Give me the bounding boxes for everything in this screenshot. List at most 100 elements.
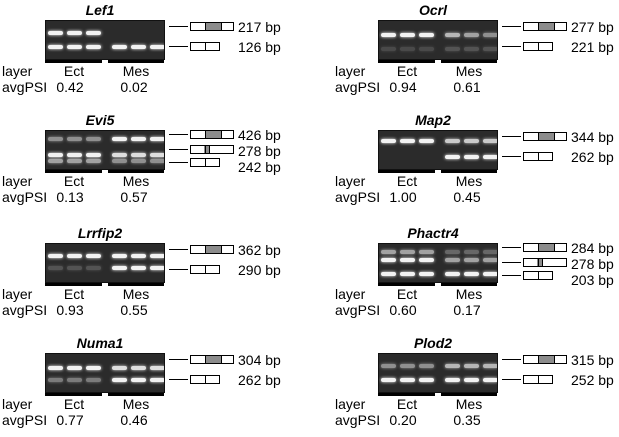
gel-band [131,254,146,258]
band-pointer-line [169,249,188,250]
gel-band [112,153,127,157]
gene-name: Ocrl [418,2,447,18]
exon-boundary [538,244,539,251]
gel-band [67,31,82,35]
band-size-label: 252 bp [571,372,614,388]
gel-band [419,258,434,262]
isoform-skipped-diagram [523,152,553,161]
gel-band [419,250,434,254]
ect-group-bar [45,283,102,286]
gel-band [48,378,63,382]
mes-label: Mes [122,173,150,189]
ect-group-bar [45,60,102,63]
gel-band [445,378,460,382]
avgpsi-label: avgPSI [2,189,48,205]
alternative-exon [204,146,209,153]
gel-band [86,45,101,49]
gel-band [150,153,164,157]
layer-label: layer [2,286,33,302]
gel-band [131,366,146,370]
mes-psi-value: 0.45 [453,189,481,205]
ect-label: Ect [396,396,418,412]
band-size-label: 344 bp [571,129,614,145]
band-size-label: 278 bp [571,256,614,272]
gel-band [400,47,415,51]
mes-group-bar [441,60,497,63]
mes-group-bar [441,283,497,286]
mes-psi-value: 0.46 [120,412,148,428]
mes-group-bar [441,170,497,173]
gel-band [445,272,460,276]
mes-group-bar [108,393,164,396]
mes-label: Mes [122,286,150,302]
exon-boundary [538,153,539,160]
gel-band [419,47,434,51]
mes-psi-value: 0.35 [453,412,481,428]
gel-band [419,378,434,382]
gel-band [112,266,127,270]
exon-boundary [538,133,539,140]
alternative-exon [205,356,221,363]
layer-label: layer [2,63,33,79]
gel-image [45,20,165,60]
band-pointer-line [502,46,521,47]
isoform-included-diagram [190,355,234,364]
mes-label: Mes [455,173,483,189]
mes-label: Mes [455,396,483,412]
gel-band [445,139,460,143]
band-size-label: 262 bp [571,149,614,165]
gel-band [483,272,497,276]
gel-band [381,33,396,37]
gel-band [48,45,63,49]
exon-boundary [538,23,539,30]
isoform-skipped-diagram [190,265,220,274]
gel-band [48,159,63,163]
gel-band [445,258,460,262]
ect-label: Ect [396,63,418,79]
gel-band [483,364,497,368]
gel-band [483,378,497,382]
gel-band [112,137,127,141]
alternative-exon [538,244,554,251]
alternative-exon [205,131,221,138]
gel-band [67,153,82,157]
layer-label: layer [335,396,366,412]
gel-band [86,159,101,163]
gel-band [464,155,479,159]
exon-boundary [205,23,206,30]
gel-band [112,45,127,49]
isoform-skipped-diagram [190,375,220,384]
alternative-exon [537,259,542,266]
band-pointer-line [502,136,521,137]
isoform-skipped-diagram [190,42,220,51]
gel-band [445,47,460,51]
gel-image [45,243,165,283]
band-size-label: 290 bp [238,262,281,278]
exon-boundary [221,23,222,30]
exon-boundary [542,259,543,266]
gel-band [131,159,146,163]
avgpsi-label: avgPSI [2,79,48,95]
gel-band [112,159,127,163]
ect-group-bar [378,60,435,63]
ect-label: Ect [396,286,418,302]
band-pointer-line [502,247,521,248]
exon-boundary [538,356,539,363]
gene-name: Numa1 [76,335,124,351]
gel-band [131,45,146,49]
gel-band [445,33,460,37]
gel-band [150,378,164,382]
alternative-exon [205,246,221,253]
exon-boundary [205,43,206,50]
band-pointer-line [169,134,188,135]
gel-band [445,250,460,254]
isoform-included-diagram [190,245,234,254]
isoform-skipped-diagram [523,42,553,51]
layer-label: layer [2,173,33,189]
exon-boundary [554,133,555,140]
gene-name: Map2 [415,112,451,128]
